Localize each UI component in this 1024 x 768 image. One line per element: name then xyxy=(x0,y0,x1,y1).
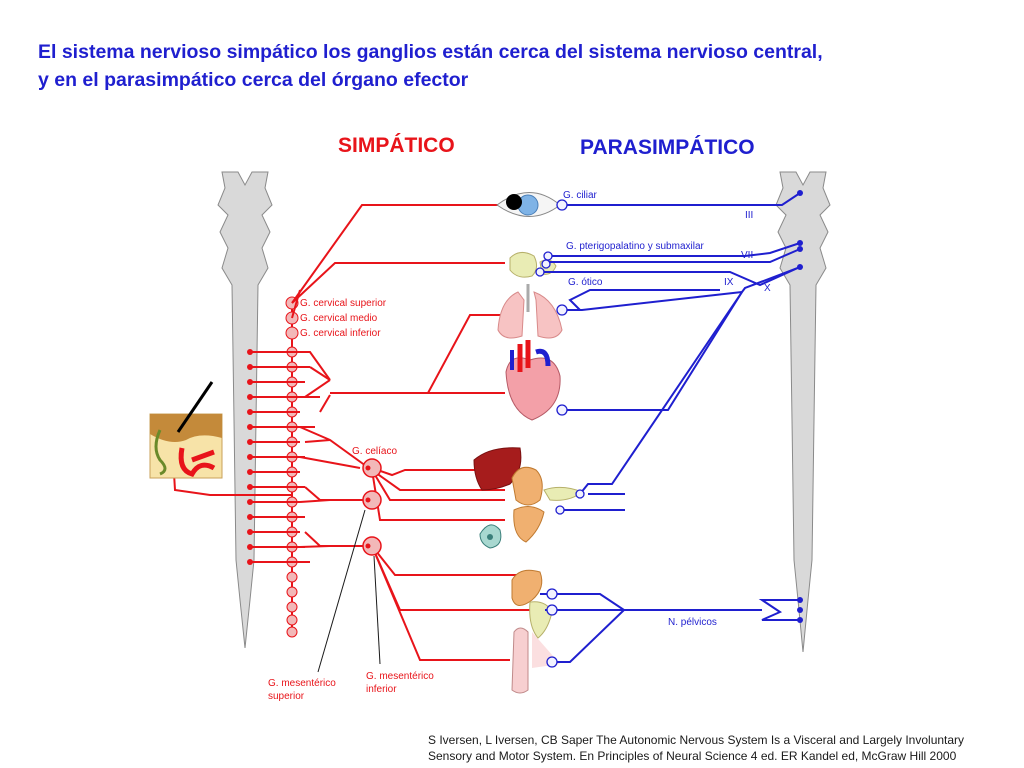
ciliary-ganglion-label: G. ciliar xyxy=(563,190,597,201)
sympathetic-chain xyxy=(285,296,299,638)
parasympathetic-nodes xyxy=(797,190,803,623)
stomach-intestine xyxy=(511,466,545,606)
sympathetic-preganglionic-fibers xyxy=(250,351,372,563)
otic-ganglion-label: G. ótico xyxy=(568,277,603,288)
sympathetic-heading: SIMPÁTICO xyxy=(338,134,455,157)
liver xyxy=(473,447,522,491)
heart xyxy=(505,340,561,421)
inferior-mesenteric-label-line1: G. mesentérico xyxy=(366,671,434,682)
cranial-nerve-iii-label: III xyxy=(745,210,754,221)
prevertebral-ganglia xyxy=(362,458,382,556)
cranial-nerve-vii-label: VII xyxy=(741,250,754,261)
sympathetic-cord-nodes xyxy=(247,349,253,565)
superior-mesenteric-label-line2: superior xyxy=(268,691,305,702)
eye-illustration xyxy=(496,192,561,217)
cranial-nerve-ix-label: IX xyxy=(724,277,734,288)
cervical-medio-label: G. cervical medio xyxy=(300,313,378,324)
cervical-inferior-label: G. cervical inferior xyxy=(300,328,381,339)
celiac-ganglion-label: G. celíaco xyxy=(352,446,398,457)
right-spinal-cord xyxy=(775,171,831,653)
parasympathetic-fibers xyxy=(540,192,801,663)
inferior-mesenteric-label: G. mesentérico inferior xyxy=(366,670,434,696)
mesenteric-pointer-lines xyxy=(317,509,381,673)
cranial-nerve-x-label: X xyxy=(764,283,771,294)
page-title: El sistema nervioso simpático los gangli… xyxy=(38,38,998,94)
pelvic-nerves-label: N. pélvicos xyxy=(668,617,717,628)
superior-mesenteric-label: G. mesentérico superior xyxy=(268,677,336,703)
parasympathetic-ganglia xyxy=(535,199,585,668)
lungs xyxy=(497,284,563,339)
citation: S Iversen, L Iversen, CB Saper The Auton… xyxy=(428,732,1018,764)
title-line-1: El sistema nervioso simpático los gangli… xyxy=(38,41,823,63)
left-spinal-cord xyxy=(217,171,273,649)
citation-line-2: Sensory and Motor System. En Principles … xyxy=(428,749,957,763)
sympathetic-postganglionic-fibers xyxy=(171,204,540,661)
pterygopalatine-ganglion-label: G. pterigopalatino y submaxilar xyxy=(566,241,704,252)
kidney xyxy=(479,524,502,549)
parasympathetic-heading: PARASIMPÁTICO xyxy=(580,136,755,159)
title-line-2: y en el parasimpático cerca del órgano e… xyxy=(38,69,469,91)
superior-mesenteric-label-line1: G. mesentérico xyxy=(268,678,336,689)
skin-vessel-illustration xyxy=(149,381,223,479)
inferior-mesenteric-label-line2: inferior xyxy=(366,684,397,695)
cervical-superior-label: G. cervical superior xyxy=(300,298,387,309)
citation-line-1: S Iversen, L Iversen, CB Saper The Auton… xyxy=(428,733,965,747)
